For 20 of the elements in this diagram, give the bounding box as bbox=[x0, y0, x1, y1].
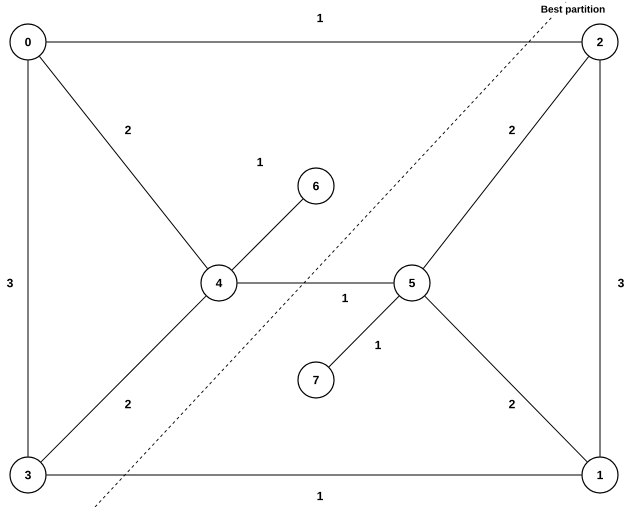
edge-line bbox=[328, 296, 400, 368]
weight-label: 2 bbox=[508, 398, 516, 410]
weight-label: 1 bbox=[316, 12, 324, 24]
edge-line bbox=[422, 56, 590, 269]
weight-label: 1 bbox=[316, 490, 324, 502]
weight-label: 2 bbox=[124, 398, 132, 410]
edge-line bbox=[40, 296, 206, 462]
partition-label: Best partition bbox=[540, 4, 606, 16]
weight-label: 1 bbox=[340, 292, 350, 304]
weight-label: 1 bbox=[256, 156, 264, 168]
edge-line bbox=[232, 198, 304, 270]
weight-label: 2 bbox=[508, 124, 516, 136]
edge-line bbox=[46, 474, 582, 476]
weight-label: 3 bbox=[6, 278, 14, 288]
weight-label: 1 bbox=[374, 340, 382, 350]
edge-line bbox=[424, 296, 588, 462]
edge-line bbox=[39, 56, 208, 269]
edge-line bbox=[237, 282, 394, 284]
weight-label: 3 bbox=[616, 278, 626, 288]
weight-label: 2 bbox=[124, 124, 132, 136]
